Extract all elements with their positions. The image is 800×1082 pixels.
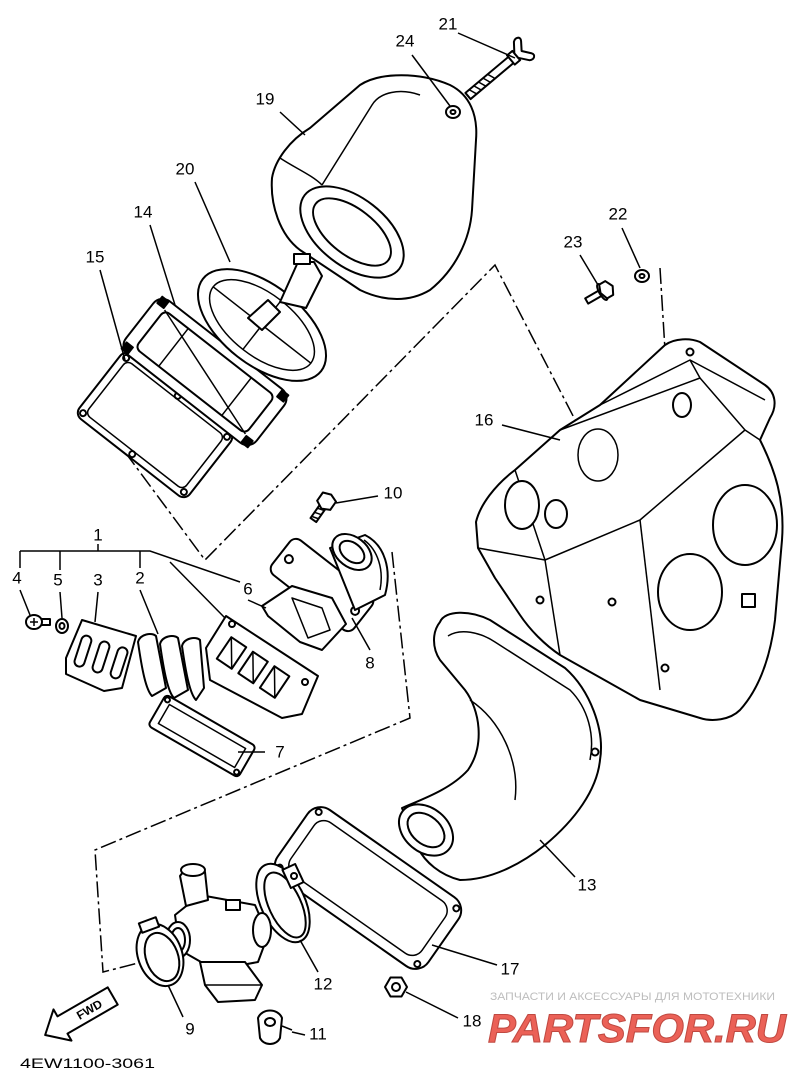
part-5-washer	[55, 618, 69, 634]
part-11-clip	[257, 1009, 293, 1045]
callouts: 1 2 3 4 5 6 7 8 9 10 11 12 13 14 15 16 1…	[12, 14, 627, 1043]
callout-19: 19	[256, 89, 275, 108]
diagram-code: 4EW1100-3061	[20, 1055, 155, 1071]
callout-16: 16	[475, 410, 494, 429]
callout-18: 18	[463, 1011, 482, 1030]
part-8-carburetor-joint	[269, 533, 389, 633]
part-10-screw	[309, 491, 337, 524]
callout-15: 15	[86, 247, 105, 266]
part-23-bolt	[584, 280, 615, 305]
callout-10: 10	[384, 483, 403, 502]
part-4-screw	[25, 614, 51, 630]
part-13-air-filter-joint	[398, 611, 602, 881]
callout-7: 7	[275, 742, 284, 761]
callout-5: 5	[53, 570, 62, 589]
callout-21: 21	[439, 14, 458, 33]
callout-17: 17	[501, 959, 520, 978]
part-3-reed-stopper	[65, 619, 137, 692]
callout-23: 23	[564, 232, 583, 251]
watermark-tagline: ЗАПЧАСТИ И АКСЕССУАРЫ ДЛЯ МОТОТЕХНИКИ	[490, 991, 775, 1003]
part-9-carburetor-clamp	[135, 916, 185, 987]
callout-24: 24	[396, 31, 415, 50]
part-24-washer	[445, 105, 461, 119]
part-2-reed-petals	[137, 633, 205, 701]
callout-20: 20	[176, 159, 195, 178]
part-6-reed-valve-spacer	[261, 585, 347, 651]
part-7-gasket	[148, 694, 256, 778]
part-21-wing-bolt	[464, 36, 536, 101]
callout-13: 13	[578, 875, 597, 894]
callout-22: 22	[609, 204, 628, 223]
callout-6: 6	[243, 579, 252, 598]
callout-14: 14	[134, 202, 153, 221]
fwd-arrow-icon: FWD	[44, 986, 119, 1042]
callout-9: 9	[185, 1019, 194, 1038]
callout-11: 11	[309, 1024, 327, 1043]
carburetor	[165, 863, 272, 1003]
part-18-nut	[384, 976, 408, 998]
leader-lines	[19, 32, 641, 1036]
part-14-filter-frame	[120, 295, 290, 449]
part-22-washer	[634, 269, 650, 283]
watermark: ЗАПЧАСТИ И АКСЕССУАРЫ ДЛЯ МОТОТЕХНИКИ PA…	[488, 991, 788, 1052]
callout-2: 2	[135, 568, 144, 587]
callout-12: 12	[314, 974, 333, 993]
part-19-air-filter-element	[270, 74, 478, 300]
callout-1: 1	[93, 525, 102, 544]
callout-8: 8	[365, 653, 374, 672]
reference-lines	[94, 263, 666, 973]
part-16-air-filter-case	[475, 338, 784, 721]
callout-3: 3	[93, 570, 102, 589]
callout-4: 4	[12, 568, 21, 587]
part-20-filter-guide	[196, 253, 328, 382]
part-17-gasket	[273, 806, 463, 970]
reed-valve-body	[205, 615, 319, 719]
watermark-logo: PARTSFOR.RU	[488, 1007, 787, 1051]
